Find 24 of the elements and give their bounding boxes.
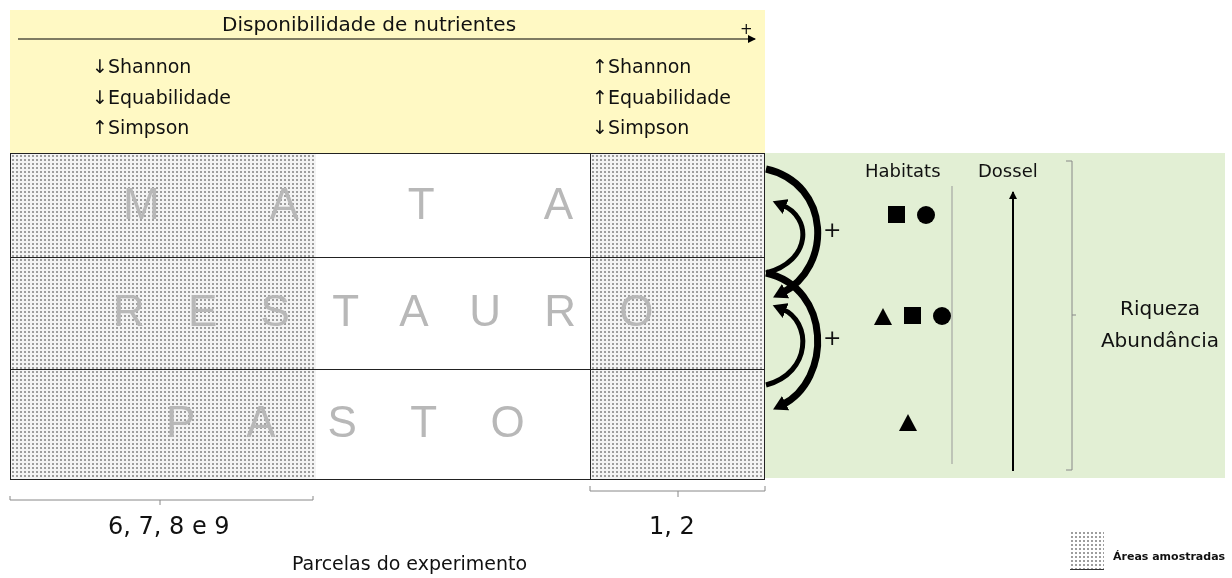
row-label: P A S T O [166, 397, 525, 447]
axis-label: Disponibilidade de nutrientes [222, 12, 517, 36]
index-label: ↑Shannon [592, 55, 692, 77]
index-label: ↓Equabilidade [92, 86, 232, 108]
row-label: R E S T A U R O [113, 286, 654, 336]
column-heading: Dossel [978, 160, 1038, 181]
habitat-row [10, 153, 765, 259]
curved-arrow [764, 165, 821, 299]
row-label: M A T A [123, 178, 574, 229]
index-label: ↑Simpson [92, 116, 190, 138]
column-heading: Habitats [865, 160, 941, 181]
plot-numbers: 6, 7, 8 e 9 [108, 512, 230, 540]
curved-arrow [765, 303, 806, 388]
plus-sign: + [740, 20, 753, 38]
habitat-row [10, 369, 765, 480]
axis-label: Parcelas do experimento [292, 552, 528, 574]
bracket-label: Riqueza Abundância [1099, 295, 1221, 354]
index-label: ↓Simpson [592, 116, 690, 138]
legend-label: Áreas amostradas [1113, 550, 1226, 563]
index-label: ↓Shannon [92, 55, 192, 77]
plot-numbers: 1, 2 [649, 512, 695, 540]
curved-arrow [764, 269, 821, 411]
index-label: ↑Equabilidade [592, 86, 732, 108]
habitat-row [10, 257, 765, 370]
